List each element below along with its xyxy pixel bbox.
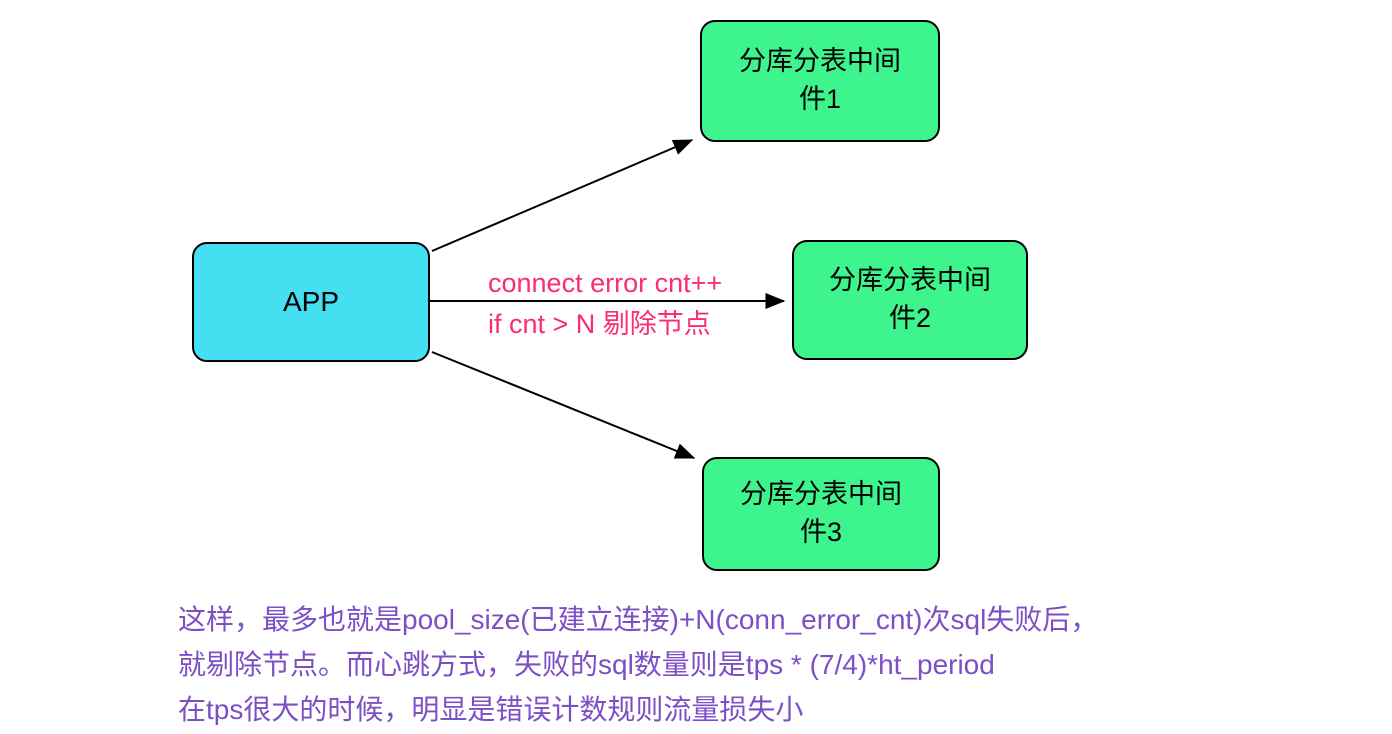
bottom-note-line-2: 就剔除节点。而心跳方式，失败的sql数量则是tps * (7/4)*ht_per… (178, 649, 995, 680)
arrow-app-to-middleware-3 (431, 351, 696, 459)
node-middleware-1-label: 分库分表中间件1 (739, 46, 901, 114)
node-middleware-2: 分库分表中间件2 (792, 240, 1028, 360)
node-middleware-2-label: 分库分表中间件2 (829, 265, 991, 333)
node-app: APP (192, 242, 430, 362)
node-middleware-3-label: 分库分表中间件3 (740, 479, 902, 547)
arrow-app-to-middleware-1 (431, 139, 694, 252)
edge-annotation-line-1: connect error cnt++ (488, 268, 723, 298)
node-middleware-1: 分库分表中间件1 (700, 20, 940, 142)
bottom-note-line-1: 这样，最多也就是pool_size(已建立连接)+N(conn_error_cn… (178, 604, 1099, 635)
edge-annotation: connect error cnt++ if cnt > N 剔除节点 (488, 263, 722, 345)
bottom-note: 这样，最多也就是pool_size(已建立连接)+N(conn_error_cn… (178, 597, 1098, 732)
node-app-label: APP (282, 286, 340, 317)
bottom-note-line-3: 在tps很大的时候，明显是错误计数规则流量损失小 (178, 694, 804, 725)
node-middleware-3: 分库分表中间件3 (702, 457, 940, 571)
edge-annotation-line-2: if cnt > N 剔除节点 (488, 309, 711, 339)
